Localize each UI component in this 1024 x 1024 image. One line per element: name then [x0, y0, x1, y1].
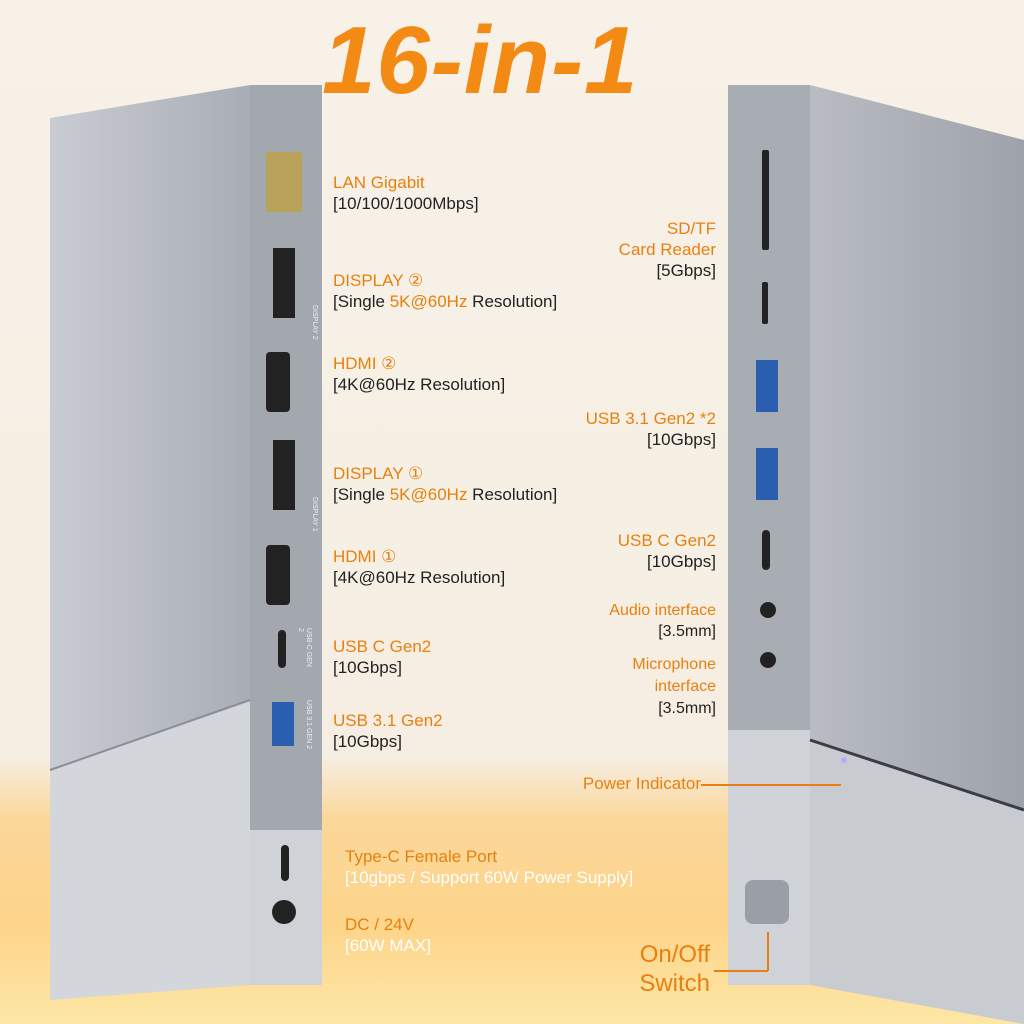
- label-heading: DISPLAY ①: [333, 464, 424, 483]
- right-hub-device: [728, 85, 1024, 1024]
- label-heading: Microphone: [632, 656, 716, 673]
- label-heading: USB C Gen2: [333, 637, 432, 656]
- port-marking-display1: DISPLAY 1: [311, 497, 318, 532]
- detail-highlight: 5K@60Hz: [389, 485, 468, 504]
- label-detail: [10Gbps]: [647, 430, 716, 449]
- label-detail: [3.5mm]: [658, 623, 716, 640]
- label-detail: [10Gbps]: [333, 732, 402, 751]
- detail-text: [Single: [333, 485, 390, 504]
- label-dc: DC / 24V [60W MAX]: [345, 914, 431, 956]
- label-heading: On/Off: [639, 941, 710, 968]
- label-display2: DISPLAY ② [Single 5K@60Hz Resolution]: [333, 270, 557, 312]
- label-heading: LAN Gigabit: [333, 173, 425, 192]
- port-marking-display2: DISPLAY 2: [311, 305, 318, 340]
- label-hdmi2: HDMI ② [4K@60Hz Resolution]: [333, 353, 505, 395]
- port-marking-usbc: USB-C GEN 2: [297, 628, 312, 667]
- label-detail: [4K@60Hz Resolution]: [333, 375, 506, 394]
- label-heading: DISPLAY ②: [333, 271, 424, 290]
- label-usbc-right: USB C Gen2 [10Gbps]: [618, 530, 716, 572]
- label-display1: DISPLAY ① [Single 5K@60Hz Resolution]: [333, 463, 557, 505]
- label-heading: DC / 24V: [345, 915, 414, 934]
- label-detail: [10Gbps]: [647, 552, 716, 571]
- label-detail: [10Gbps]: [333, 658, 402, 677]
- label-detail: [60W MAX]: [345, 936, 431, 955]
- label-usbc-left: USB C Gen2 [10Gbps]: [333, 636, 431, 678]
- detail-highlight: 5K@60Hz: [389, 292, 468, 311]
- label-heading: USB C Gen2: [617, 531, 716, 550]
- label-onoff-switch: On/Off Switch: [639, 940, 710, 998]
- label-detail: [Single 5K@60Hz Resolution]: [333, 484, 557, 505]
- label-card-reader: SD/TF Card Reader [5Gbps]: [619, 218, 716, 281]
- label-heading: Power Indicator: [582, 774, 701, 793]
- label-usb31-left: USB 3.1 Gen2 [10Gbps]: [333, 710, 443, 752]
- label-microphone: Microphone interface [3.5mm]: [632, 654, 716, 720]
- label-heading: USB 3.1 Gen2 *2: [585, 409, 716, 428]
- switch-leader-v: [767, 932, 769, 971]
- label-heading: interface: [654, 678, 716, 695]
- detail-text: Resolution]: [467, 292, 558, 311]
- label-detail: [Single 5K@60Hz Resolution]: [333, 291, 557, 312]
- label-heading: Type-C Female Port: [345, 847, 498, 866]
- label-heading: SD/TF: [666, 219, 716, 238]
- port-marking-usb31: USB 3.1 GEN 2: [305, 700, 312, 750]
- power-indicator-leader: [701, 784, 841, 786]
- label-heading: USB 3.1 Gen2: [333, 711, 443, 730]
- label-detail: [3.5mm]: [658, 700, 716, 717]
- label-audio: Audio interface [3.5mm]: [609, 600, 716, 642]
- product-title: 16-in-1: [322, 7, 639, 114]
- label-usb31-right: USB 3.1 Gen2 *2 [10Gbps]: [586, 408, 716, 450]
- label-heading: HDMI ①: [333, 547, 397, 566]
- detail-text: Resolution]: [467, 485, 558, 504]
- label-typec-power: Type-C Female Port [10gbps / Support 60W…: [345, 846, 633, 888]
- label-heading: Card Reader: [618, 240, 716, 259]
- label-hdmi1: HDMI ① [4K@60Hz Resolution]: [333, 546, 505, 588]
- label-detail: [10gbps / Support 60W Power Supply]: [345, 868, 634, 887]
- label-power-indicator: Power Indicator: [583, 773, 701, 794]
- switch-leader-h: [714, 970, 768, 972]
- label-detail: [10/100/1000Mbps]: [333, 194, 479, 213]
- label-heading: Switch: [639, 970, 710, 997]
- detail-text: [Single: [333, 292, 390, 311]
- label-detail: [5Gbps]: [656, 261, 716, 280]
- label-heading: Audio interface: [609, 602, 716, 619]
- label-lan: LAN Gigabit [10/100/1000Mbps]: [333, 172, 479, 214]
- label-heading: HDMI ②: [333, 354, 397, 373]
- left-hub-device: [49, 85, 322, 1000]
- label-detail: [4K@60Hz Resolution]: [333, 568, 506, 587]
